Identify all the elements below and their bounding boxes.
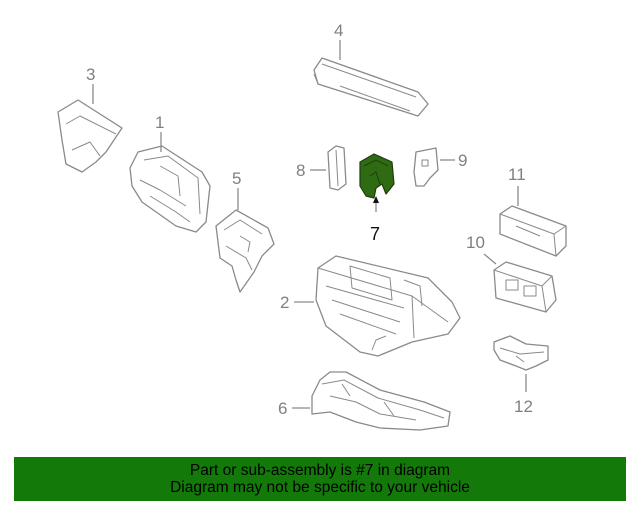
part-11-relay-block (499, 205, 567, 257)
part-9-clip (413, 147, 439, 187)
callout-5: 5 (232, 169, 241, 188)
callout-2: 2 (280, 293, 289, 312)
callout-7: 7 (370, 224, 380, 244)
part-3-cover (57, 99, 123, 173)
callout-3: 3 (86, 65, 95, 84)
callout-12: 12 (514, 397, 533, 416)
part-5-bracket (215, 209, 275, 293)
info-banner: Part or sub-assembly is #7 in diagram Di… (14, 457, 626, 501)
parts-diagram: 3 1 4 8 7 9 (57, 21, 567, 431)
callout-10: 10 (466, 233, 485, 252)
part-12-bracket (493, 335, 549, 371)
callout-8: 8 (296, 161, 305, 180)
callout-6: 6 (278, 399, 287, 418)
part-7-fuse-highlighted (359, 153, 395, 199)
callout-11: 11 (508, 165, 526, 184)
banner-line-2: Diagram may not be specific to your vehi… (170, 479, 470, 496)
part-8-relay (327, 145, 347, 191)
part-6-lower-bracket (311, 371, 451, 431)
callout-4: 4 (334, 21, 343, 40)
part-4-lid (313, 57, 429, 117)
part-10-fuse-block (493, 261, 557, 313)
part-2-fuse-box (315, 255, 461, 357)
part-1-bracket (129, 145, 211, 233)
callout-9: 9 (458, 151, 467, 170)
banner-line-1: Part or sub-assembly is #7 in diagram (189, 462, 451, 479)
callout-1: 1 (155, 113, 164, 132)
